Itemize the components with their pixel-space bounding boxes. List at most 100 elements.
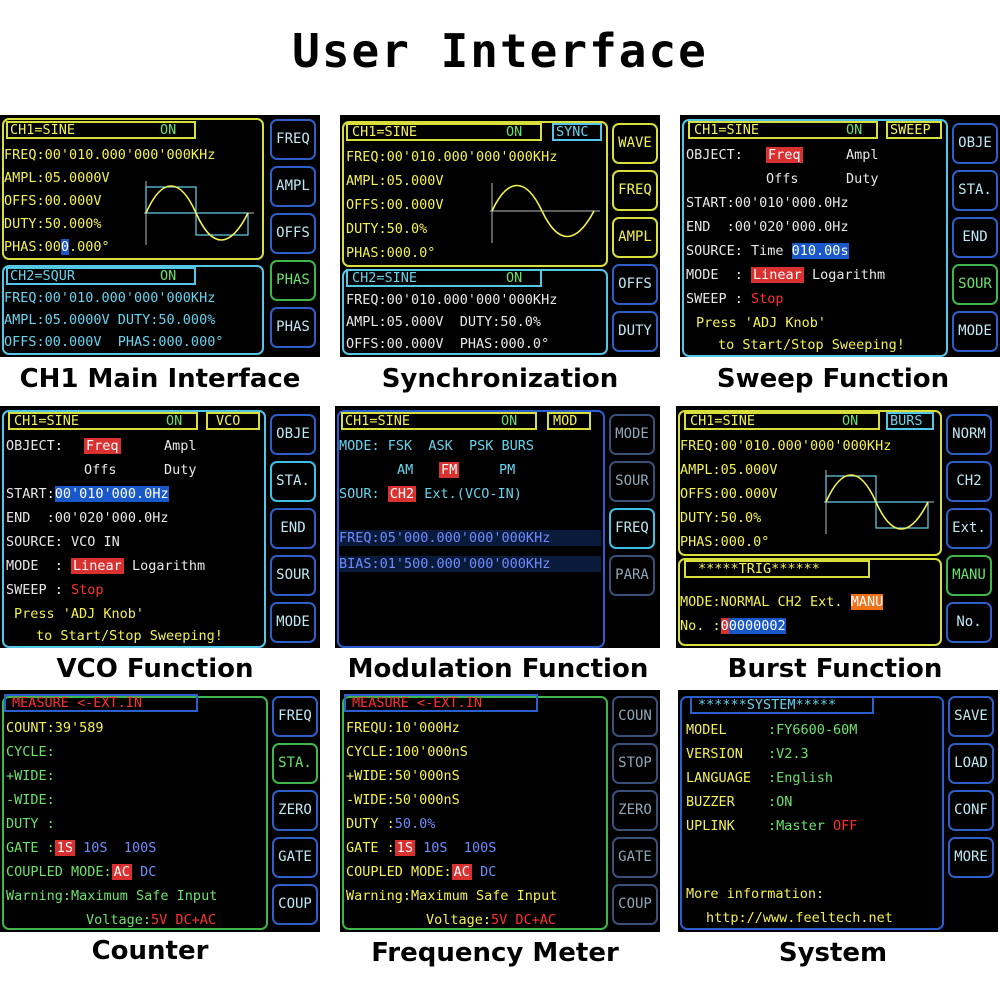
vco-end-button[interactable]: END bbox=[270, 508, 316, 549]
counter-dc[interactable]: DC bbox=[131, 864, 157, 880]
burst-ch2-button[interactable]: CH2 bbox=[946, 461, 992, 502]
fm-gate-other[interactable]: 10S 100S bbox=[415, 840, 497, 856]
ampl-button[interactable]: AMPL bbox=[270, 166, 316, 207]
system-url[interactable]: http://www.feeltech.net bbox=[706, 910, 893, 926]
mod-pm[interactable]: PM bbox=[499, 462, 516, 478]
sync-duty-button[interactable]: DUTY bbox=[612, 311, 658, 352]
fm-coup-button[interactable]: COUP bbox=[612, 884, 658, 925]
mod-freq-button[interactable]: FREQ bbox=[609, 508, 655, 549]
vco-mode-button[interactable]: MODE bbox=[270, 602, 316, 643]
trig-no-cursor[interactable]: 0 bbox=[720, 618, 729, 634]
vco-object-offs[interactable]: Offs bbox=[84, 462, 117, 478]
mod-fm[interactable]: FM bbox=[439, 462, 460, 478]
sweep-sta-button[interactable]: STA. bbox=[952, 170, 998, 211]
mod-tag-box bbox=[547, 412, 591, 430]
sync-wave-preview bbox=[490, 183, 600, 243]
sweep-mode-linear[interactable]: Linear bbox=[751, 267, 804, 283]
counter-sta-button[interactable]: STA. bbox=[272, 743, 318, 784]
counter-gate-button[interactable]: GATE bbox=[272, 837, 318, 878]
mod-sour-ch2[interactable]: CH2 bbox=[387, 486, 417, 502]
vco-object-ampl[interactable]: Ampl bbox=[164, 438, 197, 454]
ch1-on-status: ON bbox=[160, 122, 177, 138]
phas-button[interactable]: PHAS bbox=[270, 260, 316, 301]
ch1-phas: PHAS:000.000° bbox=[4, 239, 110, 255]
counter-coup-button[interactable]: COUP bbox=[272, 884, 318, 925]
counter-ac[interactable]: AC bbox=[111, 864, 132, 880]
ch1-header bbox=[6, 121, 196, 139]
vco-object-freq[interactable]: Freq bbox=[84, 438, 121, 454]
fm-coupled: COUPLED MODE:AC DC bbox=[346, 864, 496, 880]
burst-no-button[interactable]: No. bbox=[946, 602, 992, 643]
mod-mode-button[interactable]: MODE bbox=[609, 414, 655, 455]
trig-no-value[interactable]: 0000002 bbox=[728, 618, 786, 634]
panel-modulation: CH1=SINE ON MOD MODE: FSK ASK PSK BURS A… bbox=[335, 406, 660, 648]
fm-coun-button[interactable]: COUN bbox=[612, 696, 658, 737]
vco-tag-box bbox=[206, 412, 260, 430]
sync-ampl-button[interactable]: AMPL bbox=[612, 217, 658, 258]
sync-freq-button[interactable]: FREQ bbox=[612, 170, 658, 211]
fm-ac[interactable]: AC bbox=[451, 864, 472, 880]
system-save-button[interactable]: SAVE bbox=[948, 696, 994, 737]
mod-am[interactable]: AM bbox=[397, 462, 414, 478]
fm-stop-button[interactable]: STOP bbox=[612, 743, 658, 784]
sweep-sour-button[interactable]: SOUR bbox=[952, 264, 998, 305]
vco-obje-button[interactable]: OBJE bbox=[270, 414, 316, 455]
vco-frame bbox=[2, 410, 266, 648]
burst-ext-button[interactable]: Ext. bbox=[946, 508, 992, 549]
burst-ampl: AMPL:05.000V bbox=[680, 462, 778, 478]
fm-dc[interactable]: DC bbox=[471, 864, 497, 880]
counter-pwide: +WIDE: bbox=[6, 768, 55, 784]
sweep-time-value[interactable]: 010.00s bbox=[791, 243, 849, 259]
sweep-object-duty[interactable]: Duty bbox=[846, 171, 879, 187]
sweep-mode-log[interactable]: Logarithm bbox=[803, 267, 886, 283]
wave-button[interactable]: WAVE bbox=[612, 123, 658, 164]
sweep-mode-button[interactable]: MODE bbox=[952, 311, 998, 352]
phas-ch2-button[interactable]: PHAS bbox=[270, 307, 316, 348]
trig-mode-manu[interactable]: MANU bbox=[850, 594, 884, 610]
vco-mode-log[interactable]: Logarithm bbox=[123, 558, 206, 574]
fm-zero-button[interactable]: ZERO bbox=[612, 790, 658, 831]
vco-start-value[interactable]: 00'010'000.0Hz bbox=[54, 486, 169, 502]
burst-manu-button[interactable]: MANU bbox=[946, 555, 992, 596]
ch1-phas-cursor[interactable]: 0 bbox=[60, 239, 70, 255]
counter-freq-button[interactable]: FREQ bbox=[272, 696, 318, 737]
sweep-object-offs[interactable]: Offs bbox=[766, 171, 799, 187]
system-buzzer-val[interactable]: :ON bbox=[768, 794, 793, 810]
fm-gate-button[interactable]: GATE bbox=[612, 837, 658, 878]
system-language-val[interactable]: :English bbox=[768, 770, 834, 786]
burst-norm-button[interactable]: NORM bbox=[946, 414, 992, 455]
ch1-wave-preview bbox=[144, 181, 254, 245]
vco-sta-button[interactable]: STA. bbox=[270, 461, 316, 502]
trig-mode-label[interactable]: MODE:NORMAL CH2 Ext. bbox=[680, 594, 851, 610]
sync-freq: FREQ:00'010.000'000'000KHz bbox=[346, 149, 558, 165]
sync-phas: PHAS:000.0° bbox=[346, 245, 436, 261]
system-load-button[interactable]: LOAD bbox=[948, 743, 994, 784]
system-uplink-val[interactable]: :Master OFF bbox=[768, 818, 857, 834]
vco-mode-linear[interactable]: Linear bbox=[71, 558, 124, 574]
system-more-info: More information: bbox=[686, 886, 825, 902]
mod-sour-ext[interactable]: Ext.(VCO-IN) bbox=[416, 486, 522, 502]
vco-tag: VCO bbox=[216, 413, 241, 429]
fm-gate-1s[interactable]: 1S bbox=[394, 840, 416, 856]
sync-offs-button[interactable]: OFFS bbox=[612, 264, 658, 305]
sweep-obje-button[interactable]: OBJE bbox=[952, 123, 998, 164]
freq-button[interactable]: FREQ bbox=[270, 119, 316, 160]
sweep-object-freq[interactable]: Freq bbox=[766, 147, 803, 163]
mod-sour-button[interactable]: SOUR bbox=[609, 461, 655, 502]
ch2-freq: FREQ:00'010.000'000'000KHz bbox=[4, 290, 216, 306]
system-more-button[interactable]: MORE bbox=[948, 837, 994, 878]
caption-sweep: Sweep Function bbox=[716, 364, 950, 394]
vco-sour-button[interactable]: SOUR bbox=[270, 555, 316, 596]
system-conf-button[interactable]: CONF bbox=[948, 790, 994, 831]
vco-object-duty[interactable]: Duty bbox=[164, 462, 197, 478]
mod-mode-line[interactable]: MODE: FSK ASK PSK BURS bbox=[339, 438, 535, 454]
counter-zero-button[interactable]: ZERO bbox=[272, 790, 318, 831]
offs-button[interactable]: OFFS bbox=[270, 213, 316, 254]
caption-synchronization: Synchronization bbox=[381, 364, 619, 394]
mod-para-button[interactable]: PARA bbox=[609, 555, 655, 596]
sweep-end-button[interactable]: END bbox=[952, 217, 998, 258]
sweep-object-ampl[interactable]: Ampl bbox=[846, 147, 879, 163]
counter-gate-1s[interactable]: 1S bbox=[54, 840, 76, 856]
counter-gate-other[interactable]: 10S 100S bbox=[75, 840, 157, 856]
system-model-val: :FY6600-60M bbox=[768, 722, 858, 738]
